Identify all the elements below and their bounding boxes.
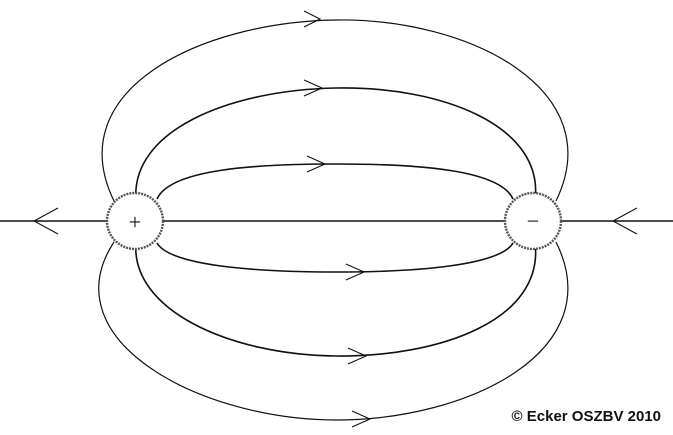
field-line-upper-outer	[101, 19, 569, 202]
positive-charge-sign: +	[129, 210, 141, 235]
arrow-right-icon	[351, 410, 372, 428]
field-line-upper-inner	[156, 163, 514, 200]
arrow-left-icon	[32, 207, 59, 235]
arrow-right-icon	[303, 79, 324, 97]
field-line-lower-middle	[135, 241, 537, 357]
arrow-right-icon	[347, 347, 368, 365]
negative-charge: −	[503, 191, 563, 251]
field-line-upper-middle	[135, 87, 537, 202]
arrow-right-icon	[345, 263, 366, 281]
arrow-left-incoming-icon	[611, 207, 638, 235]
negative-charge-sign: −	[527, 209, 539, 234]
arrow-right-icon	[306, 155, 327, 173]
copyright-notice: © Ecker OSZBV 2010	[511, 408, 661, 425]
field-line-lower-outer	[98, 241, 569, 421]
field-line-lower-inner	[156, 242, 514, 273]
arrow-right-icon	[303, 10, 322, 28]
positive-charge: +	[105, 191, 165, 251]
